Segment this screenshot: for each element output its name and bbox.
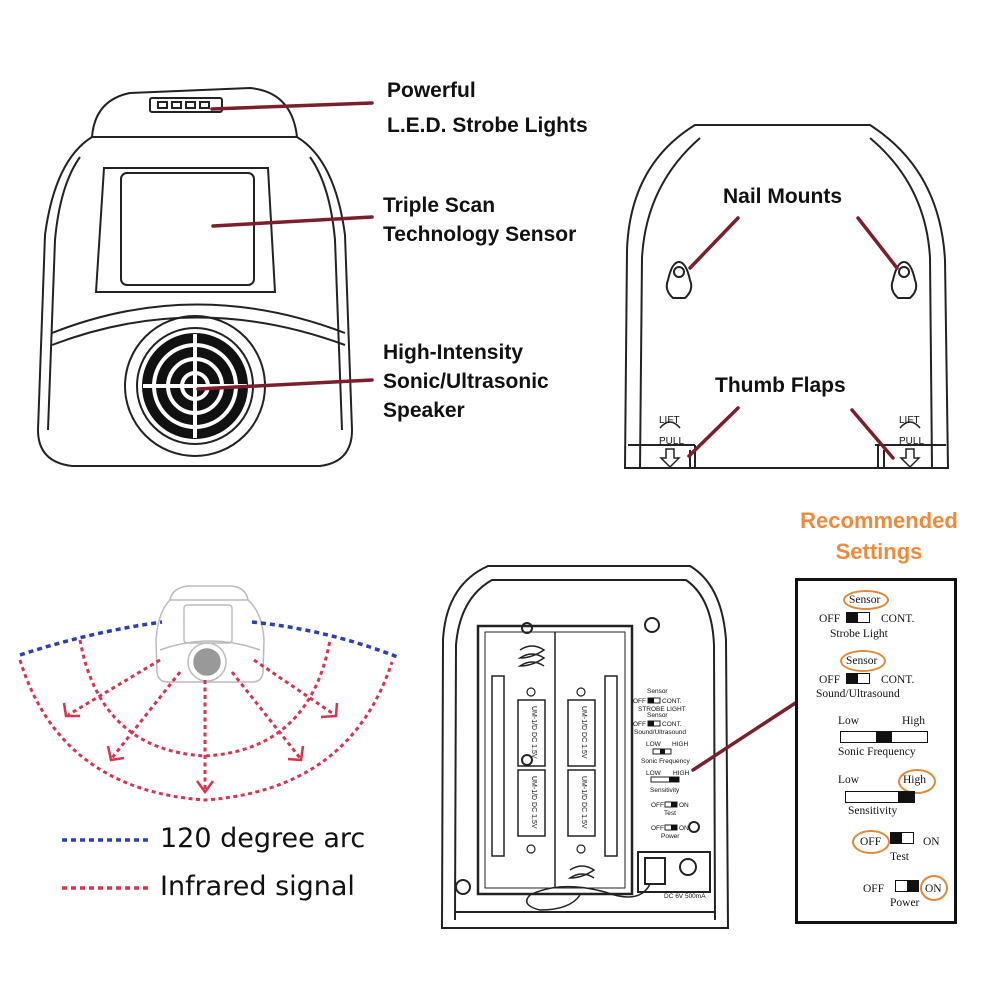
sensitivity-high-highlight (898, 769, 936, 794)
ir-ray-1 (67, 658, 161, 717)
panel-sens-low: LOW (646, 770, 662, 777)
coverage-diagram (18, 585, 401, 890)
nail-mounts-callout: Nail Mounts (723, 185, 842, 208)
battery-label-3: UM-1/D DC 1.5V (580, 706, 587, 759)
flap-left-pull: PULL (659, 436, 684, 447)
battery-compartment (440, 565, 730, 929)
strobe-switch (846, 612, 870, 623)
panel-knobs (648, 698, 679, 830)
thumb-flaps-callout: Thumb Flaps (715, 374, 846, 397)
panel-strobe-on: CONT. (662, 698, 682, 705)
sensitivity-caption: Sensitivity (848, 805, 898, 817)
ir-arc-outer (18, 659, 394, 802)
ir-ray-4 (230, 671, 302, 759)
panel-power-caption: Power (661, 833, 680, 840)
panel-strobe-top: Sensor (647, 688, 668, 695)
dc-jack-label: DC 6V 500mA (664, 893, 706, 900)
sound-switch (846, 673, 870, 684)
panel-test-off: OFF (651, 802, 664, 809)
frequency-slider-knob (876, 732, 892, 742)
flap-right-lift: LIFT (899, 415, 920, 426)
strobe-cont-label: CONT. (881, 613, 915, 625)
front-leaders (196, 101, 374, 391)
power-off-label: OFF (863, 883, 885, 895)
sound-cont-label: CONT. (881, 674, 915, 686)
panel-power-on: ON (679, 825, 689, 832)
ir-arc-inner (78, 639, 332, 758)
back-view (623, 124, 950, 469)
sensor-callout-line2: Technology Sensor (383, 223, 577, 246)
ir-ray-2 (110, 671, 182, 759)
strobe-callout-line1: Powerful (387, 79, 476, 102)
speaker-callout-line2: Sonic/Ultrasonic (383, 370, 549, 393)
panel-sound-on: CONT. (662, 721, 682, 728)
panel-sound-top: Sensor (647, 712, 668, 719)
legend-arc-label: 120 degree arc (160, 823, 366, 854)
frequency-low-label: Low (838, 715, 860, 727)
sensitivity-slider (845, 791, 915, 803)
sound-caption: Sound/Ultrasound (816, 688, 900, 700)
test-on-label: ON (923, 836, 940, 848)
strobe-callout-line2: L.E.D. Strobe Lights (387, 114, 588, 137)
power-on-label: ON (925, 883, 942, 895)
sound-sensor-label: Sensor (846, 655, 878, 667)
recommended-heading-line1: Recommended (800, 508, 958, 533)
legend-ir-label: Infrared signal (160, 871, 355, 902)
sensitivity-slider-knob (898, 792, 914, 802)
panel-sens-caption: Sensitivity (650, 787, 680, 794)
test-caption: Test (890, 851, 909, 863)
panel-strobe-off: OFF (633, 698, 646, 705)
arc-line-left (19, 620, 163, 657)
back-leaders (687, 216, 899, 460)
panel-sound-off: OFF (633, 721, 646, 728)
panel-power-off: OFF (651, 825, 664, 832)
power-switch (895, 880, 919, 892)
arc-line-right (251, 620, 401, 660)
frequency-high-label: High (902, 715, 925, 727)
settings-leader (691, 698, 802, 772)
ir-ray-5 (253, 658, 336, 717)
panel-freq-caption: Sonic Frequency (641, 758, 691, 765)
strobe-sensor-highlight (843, 590, 889, 610)
speaker-callout-line1: High-Intensity (383, 341, 523, 364)
strobe-sensor-label: Sensor (849, 594, 881, 606)
battery-label-1: UM-1/D DC 1.5V (530, 706, 537, 759)
power-on-highlight (920, 875, 948, 901)
battery-label-2: UM-1/D DC 1.5V (530, 776, 537, 829)
panel-freq-low: LOW (646, 741, 662, 748)
speaker-callout-line3: Speaker (383, 399, 465, 422)
settings-panel: Sensor OFF CONT. Strobe Light Sensor OFF… (795, 578, 957, 924)
flap-right-pull: PULL (899, 436, 924, 447)
frequency-caption: Sonic Frequency (838, 746, 916, 758)
sound-sensor-highlight (840, 650, 886, 672)
power-caption: Power (890, 897, 920, 909)
panel-sound-caption: Sound/Ultrasound (634, 729, 686, 736)
panel-strobe-caption: STROBE LIGHT (638, 706, 686, 713)
panel-test-on: ON (679, 802, 689, 809)
battery-label-4: UM-1/D DC 1.5V (580, 776, 587, 829)
sound-off-label: OFF (819, 674, 841, 686)
panel-test-caption: Test (664, 810, 676, 817)
sensitivity-low-label: Low (838, 774, 860, 786)
recommended-heading-line2: Settings (835, 539, 923, 564)
panel-sens-high: HIGH (673, 770, 690, 777)
strobe-caption: Strobe Light (830, 628, 888, 640)
test-off-label: OFF (860, 836, 882, 848)
sensor-callout-line1: Triple Scan (383, 194, 496, 217)
flap-left-lift: LIFT (659, 415, 680, 426)
sensitivity-high-label: High (903, 774, 926, 786)
test-switch (890, 832, 914, 844)
test-off-highlight (852, 830, 890, 854)
front-view (36, 86, 354, 467)
panel-freq-high: HIGH (672, 741, 689, 748)
strobe-off-label: OFF (819, 613, 841, 625)
frequency-slider (840, 731, 928, 743)
